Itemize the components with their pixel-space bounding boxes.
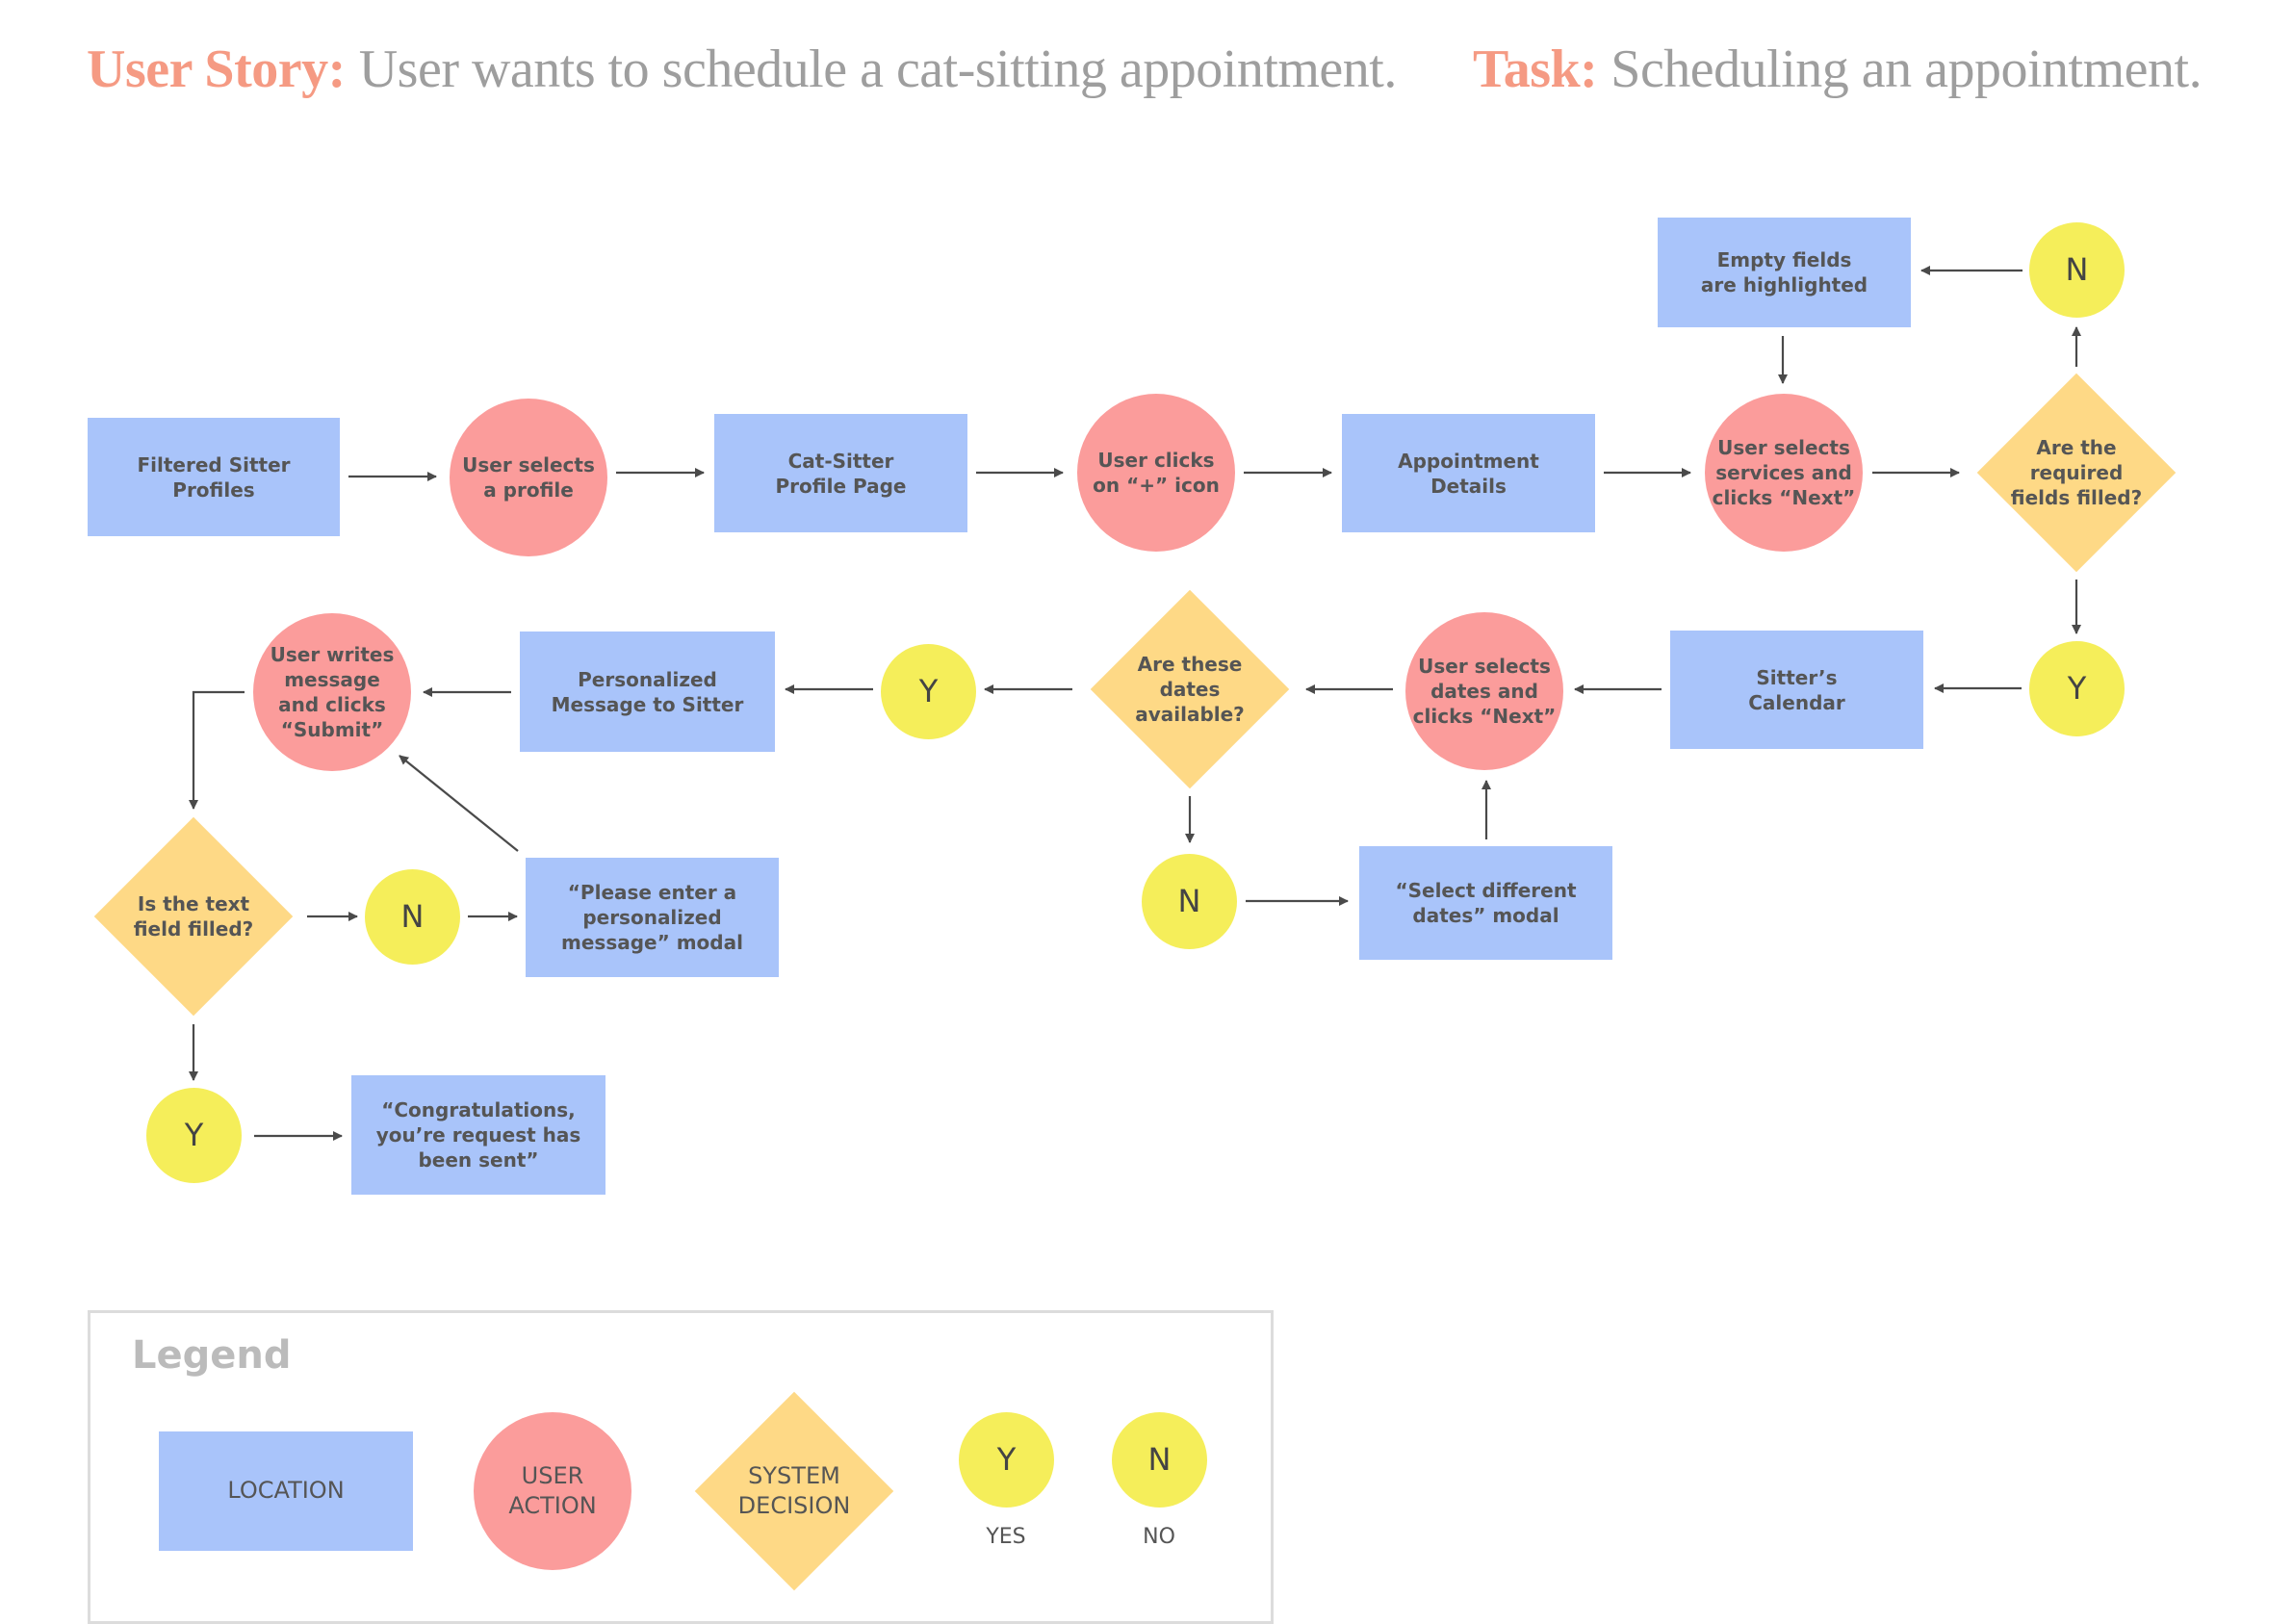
empty-fields-highlighted-node: Empty fields are highlighted: [1658, 218, 1911, 327]
yes-text-node: Y: [146, 1088, 242, 1183]
no-text-node: N: [365, 869, 460, 965]
task-heading: Task: Scheduling an appointment.: [1473, 21, 2203, 117]
legend-yes-label: YES: [986, 1525, 1026, 1549]
appointment-details-node: Appointment Details: [1342, 414, 1595, 532]
yes-required-node: Y: [2029, 641, 2125, 736]
legend-no-symbol: N: [1112, 1412, 1207, 1508]
no-required-node: N: [2029, 222, 2125, 318]
user-selects-services-node: User selects services and clicks “Next”: [1705, 394, 1863, 552]
cat-sitter-profile-page-node: Cat-Sitter Profile Page: [714, 414, 967, 532]
congratulations-node: “Congratulations, you’re request has bee…: [351, 1075, 605, 1195]
legend-system-decision: SYSTEM DECISION: [737, 1461, 851, 1519]
required-fields-filled-node: Are the required fields filled?: [2010, 436, 2143, 509]
user-story-heading: User Story: User wants to schedule a cat…: [87, 21, 1397, 117]
user-story-label: User Story:: [87, 39, 346, 99]
task-text: Scheduling an appointment.: [1610, 39, 2203, 99]
no-dates-node: N: [1142, 854, 1237, 949]
yes-dates-node: Y: [881, 644, 976, 739]
please-enter-message-modal-node: “Please enter a personalized message” mo…: [526, 858, 779, 977]
legend-location: LOCATION: [159, 1431, 413, 1551]
user-selects-dates-node: User selects dates and clicks “Next”: [1405, 612, 1563, 770]
sitters-calendar-node: Sitter’s Calendar: [1670, 631, 1923, 749]
select-different-dates-modal-node: “Select different dates” modal: [1359, 846, 1612, 960]
user-writes-message-node: User writes message and clicks “Submit”: [253, 613, 411, 771]
legend-no-label: NO: [1143, 1525, 1175, 1549]
text-field-filled-node: Is the text field filled?: [133, 892, 254, 941]
filtered-sitter-profiles-node: Filtered Sitter Profiles: [88, 418, 340, 536]
user-story-text: User wants to schedule a cat-sitting app…: [358, 39, 1398, 99]
arrow-please-enter-to-writes: [399, 755, 519, 852]
dates-available-node: Are these dates available?: [1135, 653, 1245, 726]
user-clicks-plus-icon-node: User clicks on “+” icon: [1077, 394, 1235, 552]
arrow-writes-to-text-check: [189, 690, 245, 810]
legend-yes-symbol: Y: [959, 1412, 1054, 1508]
user-selects-profile-node: User selects a profile: [450, 399, 607, 556]
legend-title: Legend: [132, 1333, 292, 1378]
task-label: Task:: [1473, 39, 1598, 99]
legend-user-action: USER ACTION: [474, 1412, 631, 1570]
personalized-message-node: Personalized Message to Sitter: [520, 632, 775, 752]
